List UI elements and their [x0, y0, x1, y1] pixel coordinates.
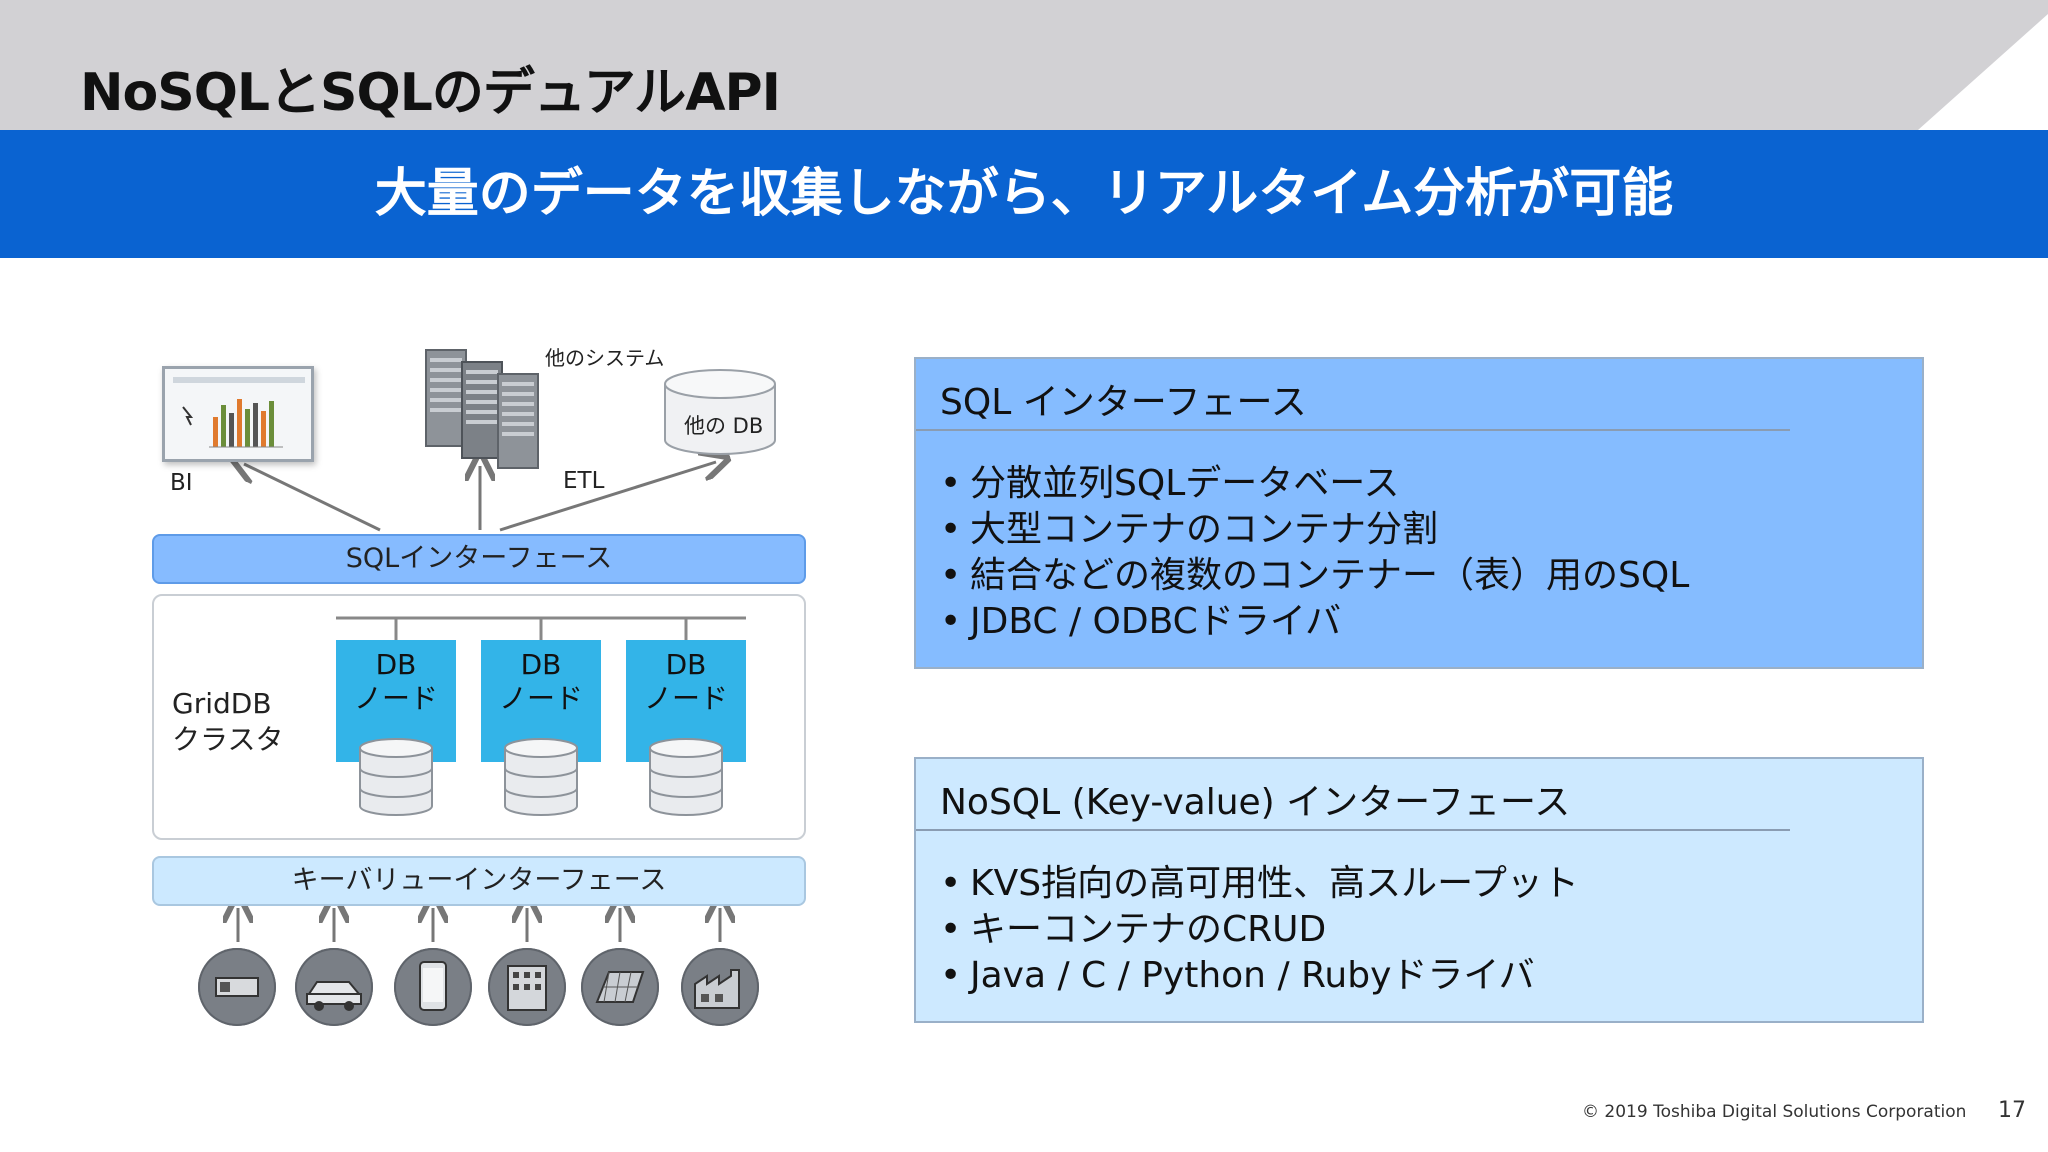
slide-title: NoSQLとSQLのデュアルAPI	[80, 63, 781, 123]
list-item: KVS指向の高可用性、高スループット	[940, 861, 1579, 907]
other-db-label: 他の DB	[684, 414, 764, 438]
panel-divider	[916, 429, 1790, 431]
etl-label: ETL	[563, 468, 605, 494]
list-item: Java / C / Python / Rubyドライバ	[940, 953, 1579, 999]
sql-interface-panel: SQL インターフェース 分散並列SQLデータベース 大型コンテナのコンテナ分割…	[914, 357, 1924, 669]
list-item: 結合などの複数のコンテナー（表）用のSQL	[940, 553, 1689, 599]
server-rack-icon	[425, 349, 539, 469]
page-number: 17	[1998, 1098, 2026, 1123]
cluster-bus-line	[336, 616, 746, 644]
architecture-diagram: 他のシステム 他の DB BI ETL SQLインターフェース GridDB ク…	[150, 330, 820, 1050]
sql-panel-title: SQL インターフェース	[940, 382, 1307, 423]
nosql-panel-title: NoSQL (Key-value) インターフェース	[940, 782, 1571, 823]
nosql-interface-panel: NoSQL (Key-value) インターフェース KVS指向の高可用性、高ス…	[914, 757, 1924, 1023]
list-item: 大型コンテナのコンテナ分割	[940, 507, 1689, 553]
factory-icon	[681, 948, 759, 1026]
database-icon	[504, 738, 578, 816]
subtitle-band: 大量のデータを収集しながら、リアルタイム分析が可能	[0, 130, 2048, 258]
header-band	[0, 0, 2048, 130]
panel-divider	[916, 829, 1790, 831]
building-icon	[488, 948, 566, 1026]
sensor-icon	[198, 948, 276, 1026]
cluster-label: GridDB クラスタ	[172, 687, 284, 756]
list-item: JDBC / ODBCドライバ	[940, 599, 1689, 645]
list-item: キーコンテナのCRUD	[940, 907, 1579, 953]
nosql-feature-list: KVS指向の高可用性、高スループット キーコンテナのCRUD Java / C …	[940, 861, 1579, 999]
car-icon	[295, 948, 373, 1026]
sql-feature-list: 分散並列SQLデータベース 大型コンテナのコンテナ分割 結合などの複数のコンテナ…	[940, 461, 1689, 645]
list-item: 分散並列SQLデータベース	[940, 461, 1689, 507]
db-node: DB ノード	[626, 640, 746, 762]
sql-interface-bar: SQLインターフェース	[152, 534, 806, 584]
connection-arrows	[150, 330, 820, 942]
bi-label: BI	[170, 470, 193, 496]
slide-subtitle: 大量のデータを収集しながら、リアルタイム分析が可能	[374, 164, 1674, 224]
database-icon	[649, 738, 723, 816]
griddb-cluster: GridDB クラスタ DB ノード DB ノード DB ノード	[152, 594, 806, 840]
other-db-icon	[664, 369, 776, 455]
database-icon	[359, 738, 433, 816]
key-value-interface-bar: キーバリューインターフェース	[152, 856, 806, 906]
solar-panel-icon	[581, 948, 659, 1026]
bi-monitor-icon	[162, 366, 314, 462]
other-system-label: 他のシステム	[545, 346, 665, 370]
db-node: DB ノード	[336, 640, 456, 762]
copyright-footer: © 2019 Toshiba Digital Solutions Corpora…	[1582, 1102, 1967, 1122]
smartphone-icon	[394, 948, 472, 1026]
